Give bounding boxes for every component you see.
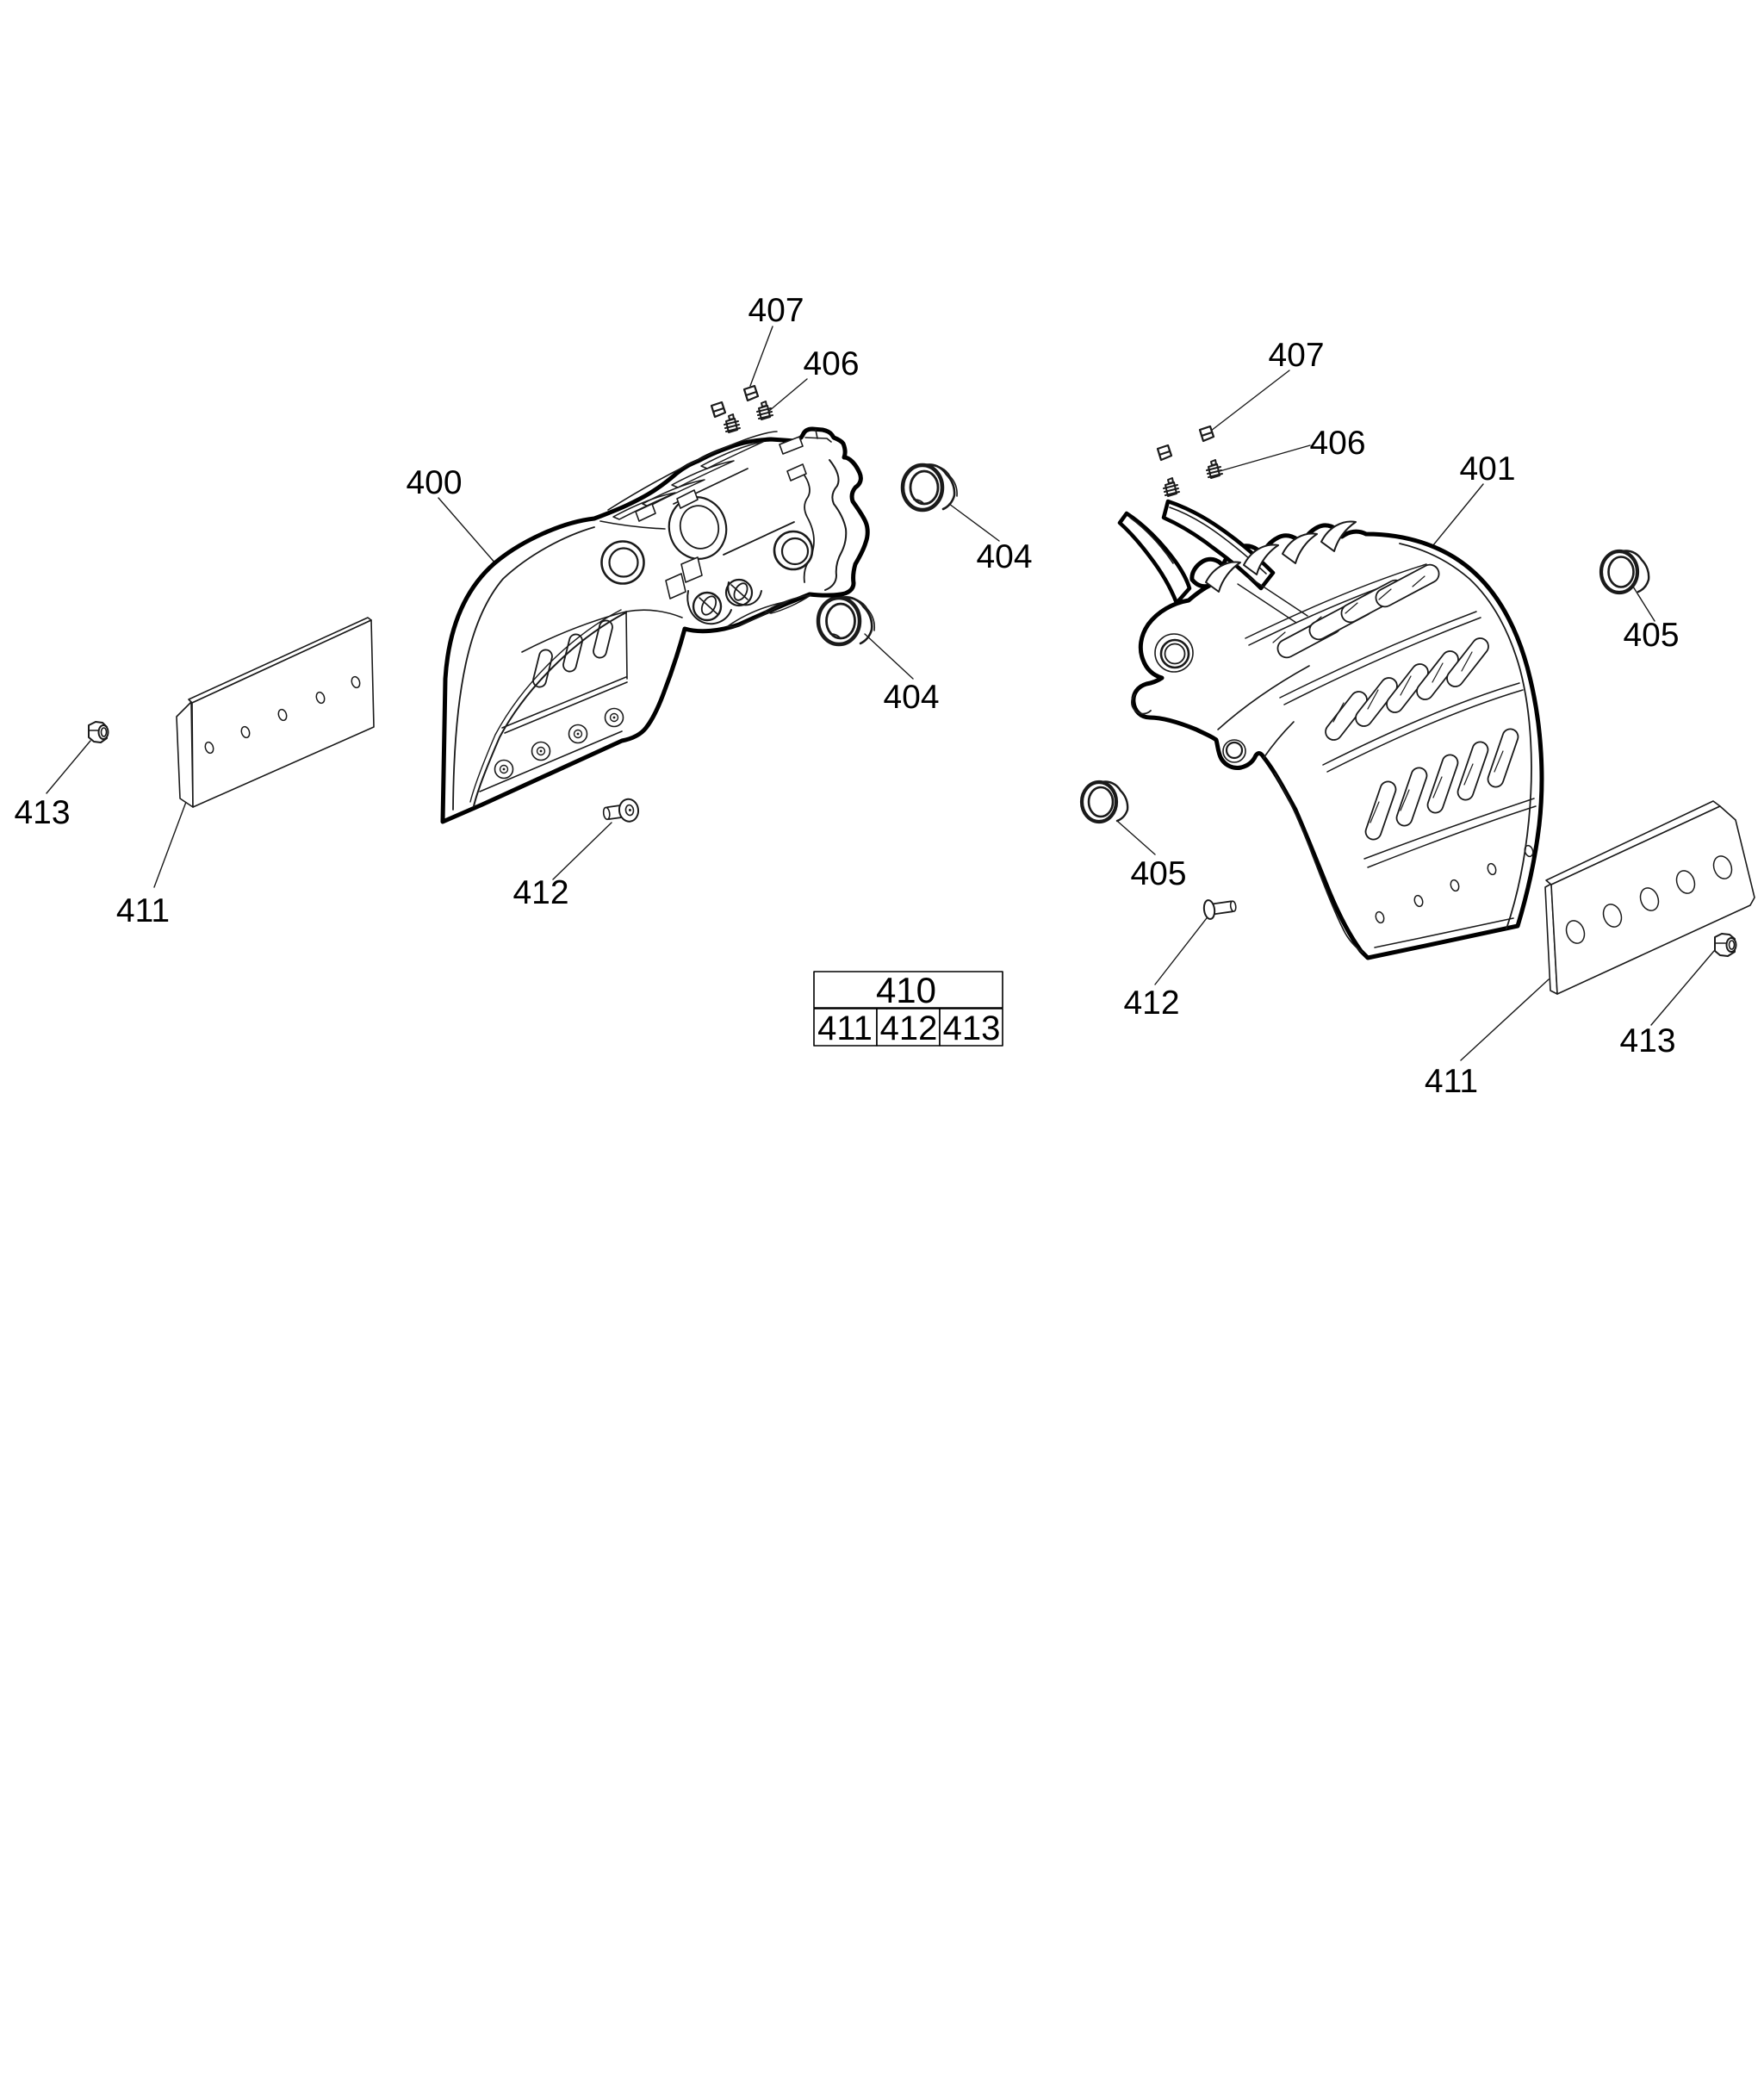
svg-text:412: 412 xyxy=(1123,985,1179,1022)
svg-text:400: 400 xyxy=(406,464,462,501)
svg-text:404: 404 xyxy=(976,538,1032,575)
svg-text:412: 412 xyxy=(880,1010,938,1047)
svg-text:406: 406 xyxy=(1309,425,1365,462)
svg-text:410: 410 xyxy=(876,970,936,1010)
svg-text:413: 413 xyxy=(943,1010,1001,1047)
svg-text:407: 407 xyxy=(748,292,804,329)
svg-text:411: 411 xyxy=(116,892,170,929)
svg-text:405: 405 xyxy=(1623,617,1679,654)
svg-text:407: 407 xyxy=(1268,337,1324,374)
svg-text:406: 406 xyxy=(803,345,859,382)
svg-text:411: 411 xyxy=(1425,1063,1478,1100)
svg-text:404: 404 xyxy=(883,679,939,716)
svg-text:413: 413 xyxy=(14,794,70,831)
svg-text:412: 412 xyxy=(512,874,568,911)
svg-text:411: 411 xyxy=(817,1010,873,1047)
svg-text:413: 413 xyxy=(1619,1022,1675,1059)
svg-text:401: 401 xyxy=(1459,450,1515,488)
svg-text:405: 405 xyxy=(1130,855,1186,892)
